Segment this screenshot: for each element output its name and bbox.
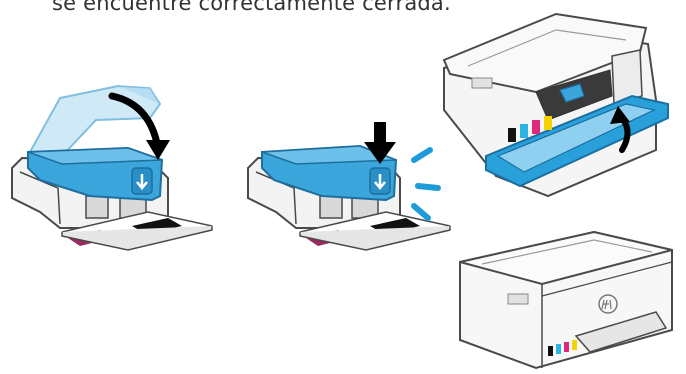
control-panel bbox=[508, 294, 528, 304]
ink-window-black bbox=[548, 346, 553, 356]
ink-window-cyan bbox=[556, 344, 561, 354]
control-panel bbox=[472, 78, 492, 88]
panel-printer-closed bbox=[460, 232, 672, 368]
panel-open-latch bbox=[12, 86, 212, 250]
ink-tank-black bbox=[508, 128, 516, 142]
panel-printer-open bbox=[444, 14, 668, 196]
ink-window-yellow bbox=[572, 340, 577, 350]
cartridge-slot-left bbox=[320, 196, 342, 218]
open-lid bbox=[30, 86, 160, 156]
ink-tank-cyan bbox=[520, 124, 528, 138]
ink-window-magenta bbox=[564, 342, 569, 352]
click-lines-icon bbox=[414, 150, 438, 218]
panel-closed-latch bbox=[248, 122, 450, 250]
ink-tank-magenta bbox=[532, 120, 540, 134]
cartridge-slot-left bbox=[86, 196, 108, 218]
ink-tank-yellow bbox=[544, 116, 552, 130]
